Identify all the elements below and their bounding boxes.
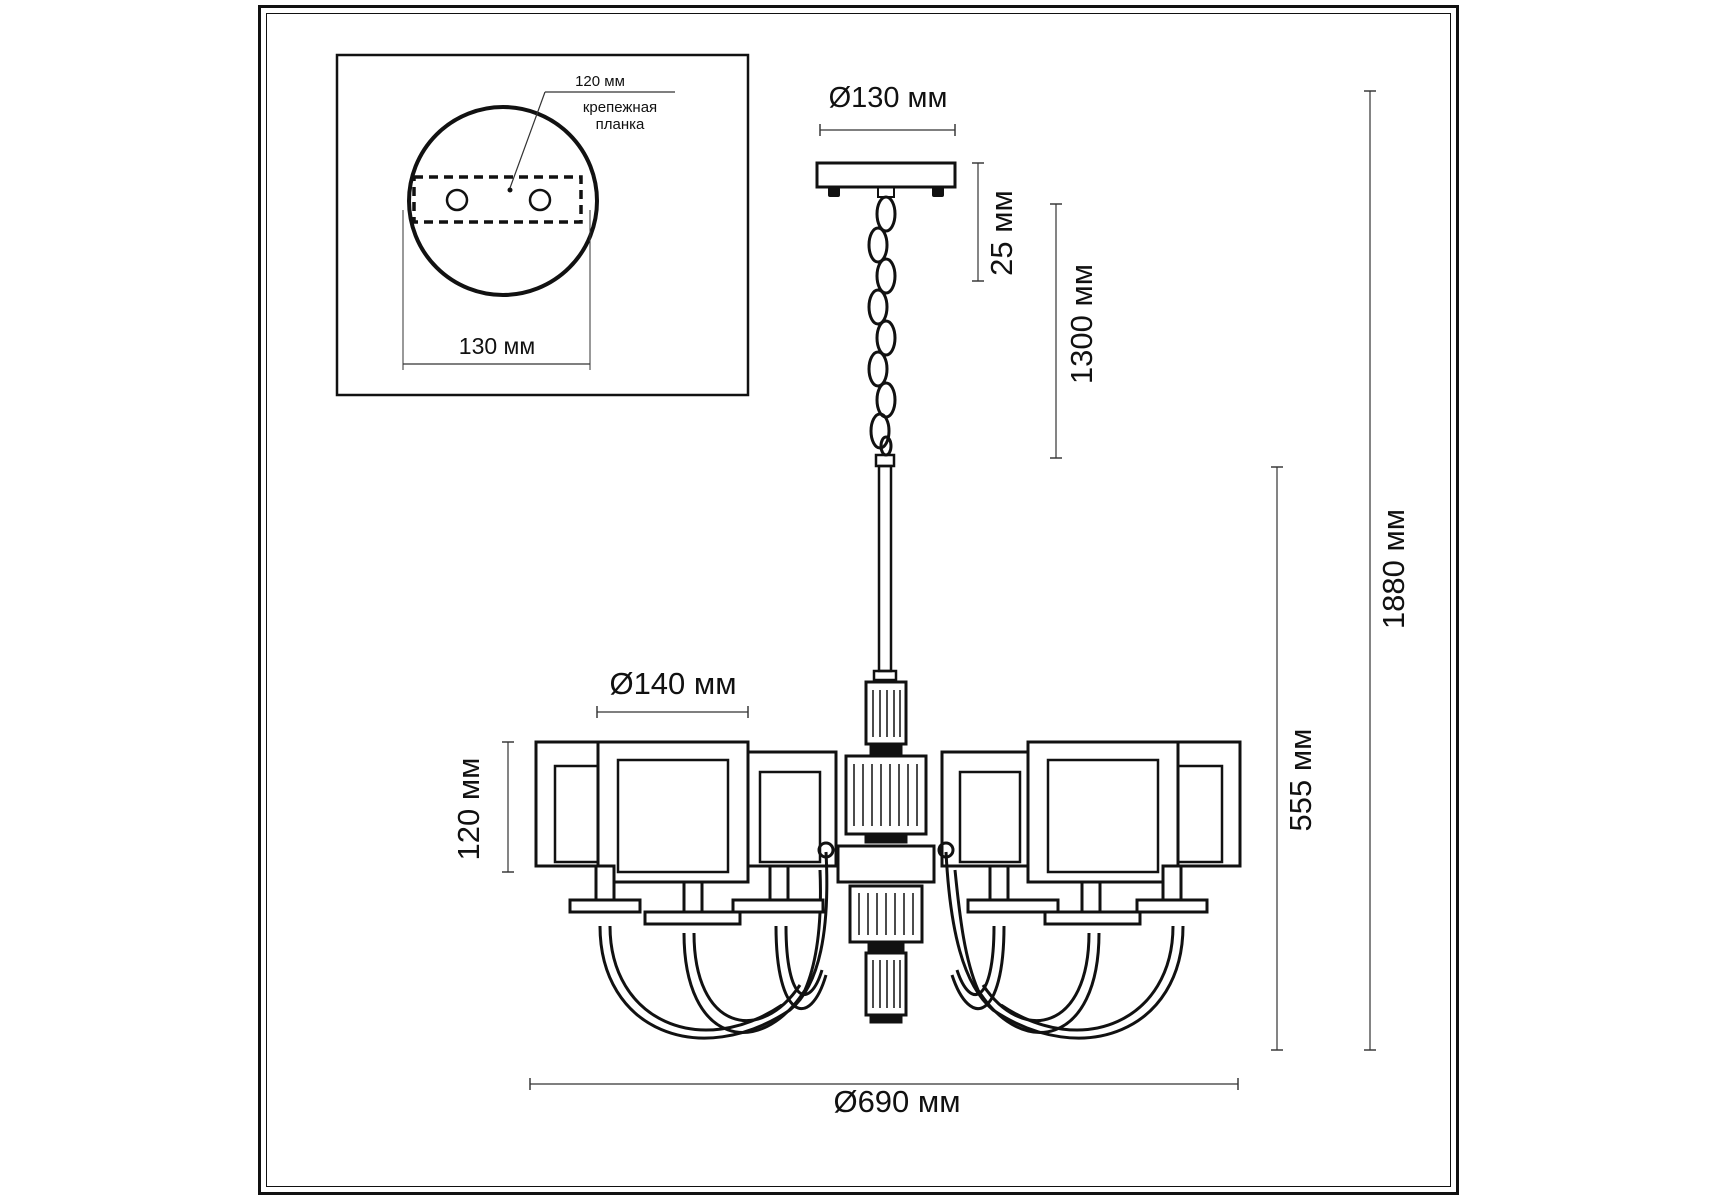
candle-cup-left-3: [731, 898, 825, 914]
ceiling-canopy: Ø130 мм: [815, 82, 957, 198]
bracket-name-line2: планка: [596, 116, 645, 133]
overall-diameter-label: Ø690 мм: [833, 1084, 960, 1119]
left-shades: [534, 740, 838, 926]
canopy-diameter-label: Ø130 мм: [829, 82, 948, 114]
shade-left-front: [596, 740, 750, 884]
bracket-name-line1: крепежная: [583, 99, 657, 116]
canopy-plan-circle: [407, 105, 599, 297]
screw-hole-right: [528, 188, 552, 212]
candle-cup-right-3: [966, 898, 1060, 914]
bracket-center-dot: [507, 187, 513, 193]
suspension-stem: [872, 453, 898, 682]
dimension-lines: [502, 90, 1376, 1090]
shade-height-label: 120 мм: [451, 758, 486, 861]
mounting-inset: 120 мм крепежная планка 130 мм: [335, 53, 750, 397]
mounting-bracket-outline: [412, 175, 583, 224]
central-column: [817, 680, 955, 1024]
shade-diameter-label: Ø140 мм: [609, 666, 736, 701]
canopy-width-label: 130 мм: [459, 333, 535, 359]
canopy-foot-left: [828, 187, 840, 197]
shade-right-front: [1026, 740, 1180, 884]
screw-hole-left: [445, 188, 469, 212]
suspension-chain: [867, 195, 897, 457]
candle-cup-right-2: [1043, 910, 1142, 926]
canopy-height-label: 25 мм: [984, 190, 1019, 276]
canopy-foot-right: [932, 187, 944, 197]
body-height-label: 555 мм: [1283, 729, 1318, 832]
shade-left-back2: [741, 750, 838, 868]
right-arms: [944, 851, 1185, 1040]
candle-cup-left-2: [643, 910, 742, 926]
canopy-body: [815, 161, 957, 189]
total-height-label: 1880 мм: [1376, 509, 1411, 629]
candle-cup-left-1: [568, 898, 642, 914]
left-arms: [598, 851, 829, 1040]
right-shades: [940, 740, 1242, 926]
bracket-leader-line: [509, 91, 546, 189]
candle-cup-right-1: [1135, 898, 1209, 914]
chain-length-label: 1300 мм: [1064, 264, 1099, 384]
drawing-frame-inner: [266, 13, 1451, 1187]
drawing-frame-outer: [258, 5, 1459, 1195]
bracket-width-label: 120 мм: [575, 73, 625, 90]
inset-box: [335, 53, 750, 397]
